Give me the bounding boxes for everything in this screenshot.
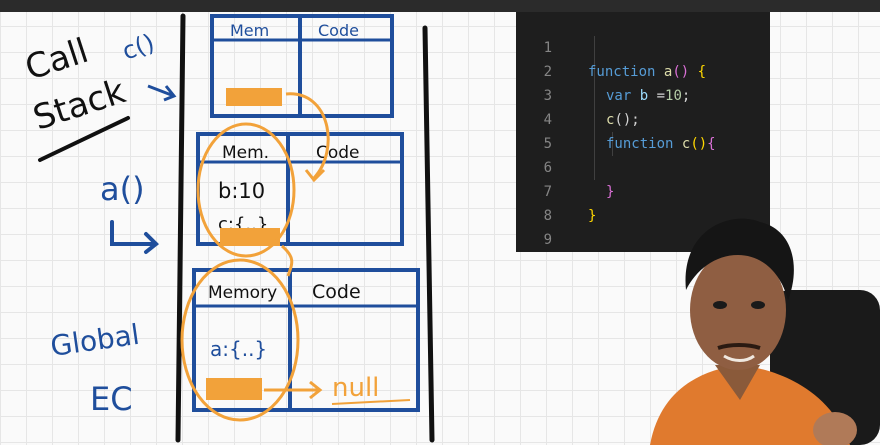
right-eye bbox=[751, 301, 765, 309]
token-paren: () bbox=[690, 136, 708, 152]
line-number: 6 bbox=[543, 160, 552, 176]
token-keyword: var bbox=[606, 88, 632, 104]
face bbox=[690, 250, 786, 370]
indent-guide bbox=[594, 36, 595, 180]
token-brace: { bbox=[697, 64, 707, 80]
video-top-bar bbox=[0, 0, 880, 12]
c-lexical-env-marker bbox=[226, 88, 282, 106]
token-function: a bbox=[663, 64, 673, 80]
code-line: 4 function c(){ bbox=[516, 84, 716, 152]
a-to-global-reference-curve bbox=[281, 244, 294, 277]
code-line: 7 } bbox=[516, 156, 597, 224]
code-line: 1 function a() { bbox=[516, 12, 706, 80]
line-number: 5 bbox=[543, 136, 552, 152]
c-to-a-arrowhead-icon bbox=[304, 168, 326, 183]
a-memory-label: Mem. bbox=[222, 143, 269, 163]
token-function: c bbox=[681, 136, 691, 152]
a-arrow-icon bbox=[110, 220, 159, 254]
line-number: 3 bbox=[543, 88, 552, 104]
global-to-null-arrowhead-icon bbox=[309, 380, 323, 400]
code-line: 9 a(); bbox=[516, 204, 552, 248]
code-line: 6 } bbox=[516, 132, 615, 200]
c-code-label: Code bbox=[318, 21, 359, 40]
global-code-label: Code bbox=[312, 281, 361, 303]
hand bbox=[813, 412, 857, 445]
c-arrow-icon bbox=[147, 84, 177, 102]
token-keyword: function bbox=[606, 136, 674, 152]
line-number: 9 bbox=[543, 232, 552, 248]
line-number: 2 bbox=[543, 64, 552, 80]
a-execution-context: Mem. Code b:10 c:{..} bbox=[196, 132, 404, 246]
token-function: c bbox=[606, 112, 615, 128]
a-frame-label: a() bbox=[100, 170, 145, 208]
stack-right-wall bbox=[422, 25, 435, 443]
null-label: null bbox=[332, 373, 379, 403]
a-var-b: b:10 bbox=[218, 179, 265, 203]
code-editor: 1 function a() { 2 var b =10; 3 c(); 4 f… bbox=[516, 12, 770, 252]
global-var-a: a:{..} bbox=[210, 337, 267, 361]
token-keyword: function bbox=[588, 64, 656, 80]
mouth bbox=[723, 354, 755, 362]
token-number: 10 bbox=[665, 88, 682, 104]
hair bbox=[685, 218, 794, 300]
neck bbox=[715, 365, 760, 400]
code-line: 8 bbox=[516, 180, 552, 224]
code-line: 3 c(); bbox=[516, 60, 640, 128]
call-stack-title-line1: Call bbox=[20, 31, 93, 89]
token-call: (); bbox=[614, 112, 640, 128]
c-frame-label: c() bbox=[118, 28, 158, 65]
global-lexical-env-marker bbox=[206, 378, 262, 400]
left-eye bbox=[713, 301, 727, 309]
indent-guide-inner bbox=[612, 132, 613, 156]
c-memory-label: Mem bbox=[230, 21, 269, 40]
global-memory-label: Memory bbox=[208, 283, 277, 303]
null-underline bbox=[331, 399, 411, 405]
code-line: 5 bbox=[516, 108, 552, 152]
token-semicolon: ; bbox=[681, 88, 691, 104]
global-label-line1: Global bbox=[48, 318, 141, 363]
shirt bbox=[650, 365, 850, 445]
code-line: 10 console bbox=[516, 228, 550, 252]
presenter-webcam bbox=[650, 218, 880, 445]
global-execution-context: Memory Code a:{..} bbox=[192, 268, 420, 412]
code-line: 2 var b =10; bbox=[516, 36, 691, 104]
token-brace: } bbox=[606, 184, 615, 200]
c-execution-context: Mem Code bbox=[210, 14, 394, 118]
line-number: 1 bbox=[543, 40, 552, 56]
line-number: 8 bbox=[543, 208, 552, 224]
line-number: 4 bbox=[543, 112, 552, 128]
global-memory-highlight-loop bbox=[180, 258, 300, 422]
token-brace: } bbox=[588, 208, 597, 224]
token-variable: b bbox=[639, 88, 649, 104]
a-lexical-env-marker bbox=[220, 228, 280, 246]
token-brace: { bbox=[707, 136, 716, 152]
global-label-line2: EC bbox=[90, 380, 133, 418]
a-code-label: Code bbox=[316, 143, 360, 163]
line-number: 7 bbox=[543, 184, 552, 200]
mustache bbox=[717, 343, 761, 350]
stack-left-wall bbox=[175, 13, 186, 443]
c-to-a-reference-curve bbox=[285, 92, 330, 180]
token-operator: = bbox=[648, 88, 666, 104]
token-paren: () bbox=[672, 64, 690, 80]
a-memory-highlight-loop bbox=[196, 122, 296, 258]
title-underline bbox=[38, 116, 130, 162]
